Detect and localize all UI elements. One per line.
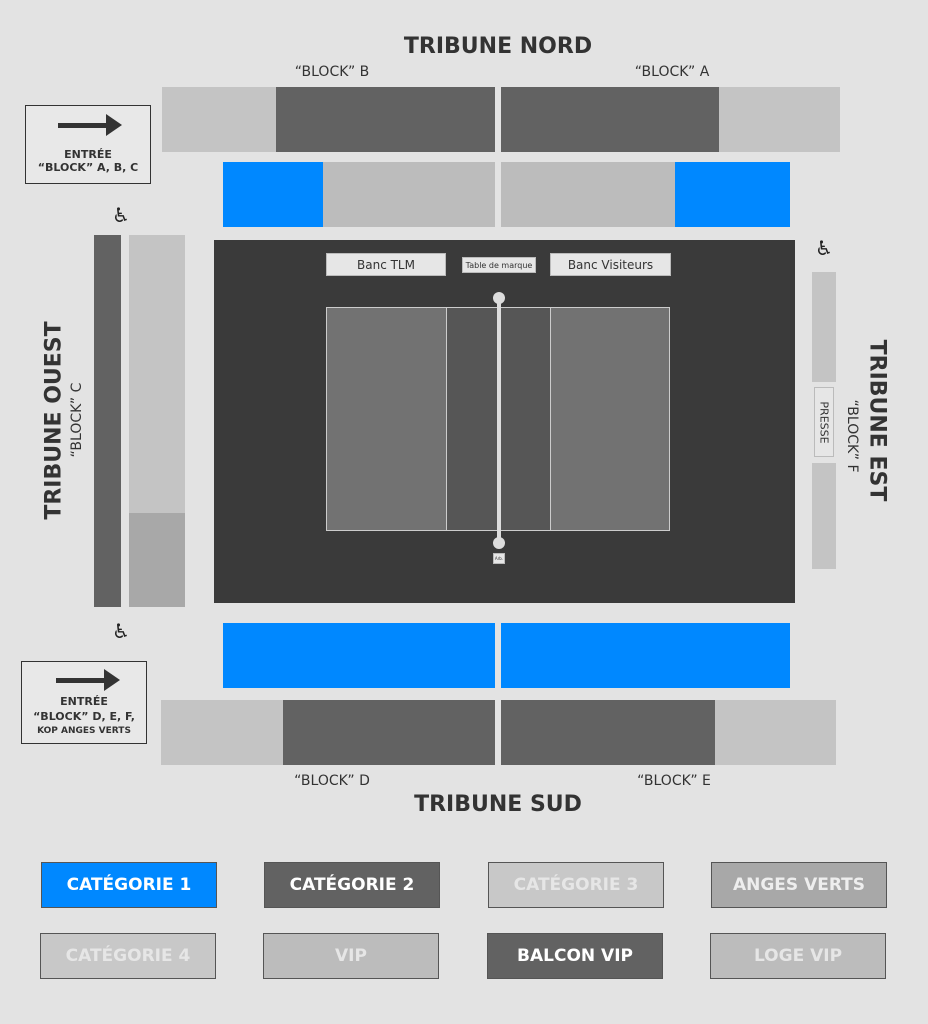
arrow-right-icon xyxy=(58,114,122,136)
block-b-label: “BLOCK” B xyxy=(294,64,370,80)
entry-line: ENTRÉE xyxy=(64,148,112,161)
seat-section-cat1[interactable] xyxy=(223,162,323,227)
legend-item: CATÉGORIE 3 xyxy=(488,862,664,908)
seat-section-vip[interactable] xyxy=(715,700,836,765)
wheelchair-icon: ♿ xyxy=(815,236,833,260)
tribune-ouest-title: TRIBUNE OUEST xyxy=(41,321,67,520)
legend-item: CATÉGORIE 2 xyxy=(264,862,440,908)
seat-section-block-e[interactable] xyxy=(501,700,715,765)
legend-item: BALCON VIP xyxy=(487,933,663,979)
wheelchair-icon: ♿ xyxy=(112,203,130,227)
seat-section-cat1[interactable] xyxy=(223,623,495,688)
block-c-label: “BLOCK” C xyxy=(69,382,85,458)
seat-section-block-d[interactable] xyxy=(283,700,495,765)
bench-home: Banc TLM xyxy=(326,253,446,276)
block-a-label: “BLOCK” A xyxy=(634,64,710,80)
legend-item: CATÉGORIE 1 xyxy=(41,862,217,908)
press-area: PRESSE xyxy=(814,387,834,457)
seat-section-vip[interactable] xyxy=(812,272,836,382)
block-f-label: “BLOCK” F xyxy=(844,399,860,473)
seat-section-block-b[interactable] xyxy=(276,87,495,152)
entry-sign-abc: ENTRÉE “BLOCK” A, B, C xyxy=(25,105,151,184)
seat-section-vip[interactable] xyxy=(129,235,185,513)
score-table: Table de marque xyxy=(462,257,536,273)
tribune-sud-title: TRIBUNE SUD xyxy=(414,792,582,817)
press-label: PRESSE xyxy=(817,400,831,444)
entry-sign-def: ENTRÉE “BLOCK” D, E, F, KOP ANGES VERTS xyxy=(21,661,147,744)
seat-section-vip[interactable] xyxy=(719,87,840,152)
tribune-est-title: TRIBUNE EST xyxy=(864,339,890,502)
legend-item: CATÉGORIE 4 xyxy=(40,933,216,979)
seat-section-cat3[interactable] xyxy=(323,162,495,227)
seat-section-cat1[interactable] xyxy=(501,623,790,688)
seat-section-vip[interactable] xyxy=(162,87,276,152)
entry-line: ENTRÉE xyxy=(60,695,108,708)
entry-line: “BLOCK” D, E, F, xyxy=(33,710,135,723)
block-d-label: “BLOCK” D xyxy=(294,773,370,789)
block-e-label: “BLOCK” E xyxy=(637,773,711,789)
tribune-nord-title: TRIBUNE NORD xyxy=(403,34,593,59)
referee-stand: Arb. xyxy=(493,553,505,564)
entry-line: KOP ANGES VERTS xyxy=(37,726,131,736)
seat-section-block-a[interactable] xyxy=(501,87,719,152)
net xyxy=(497,298,501,542)
legend-item: ANGES VERTS xyxy=(711,862,887,908)
entry-line: “BLOCK” A, B, C xyxy=(37,161,139,174)
legend-item: VIP xyxy=(263,933,439,979)
net-post xyxy=(493,537,505,549)
bench-away: Banc Visiteurs xyxy=(550,253,671,276)
seat-section-vip[interactable] xyxy=(161,700,283,765)
seat-section-vip[interactable] xyxy=(812,463,836,569)
net-post xyxy=(493,292,505,304)
legend-item: LOGE VIP xyxy=(710,933,886,979)
seat-section-anges-verts[interactable] xyxy=(129,513,185,607)
arrow-right-icon xyxy=(56,669,120,691)
seat-section-block-c[interactable] xyxy=(94,235,121,607)
seat-section-cat3[interactable] xyxy=(501,162,675,227)
seat-section-cat1[interactable] xyxy=(675,162,790,227)
wheelchair-icon: ♿ xyxy=(112,619,130,643)
